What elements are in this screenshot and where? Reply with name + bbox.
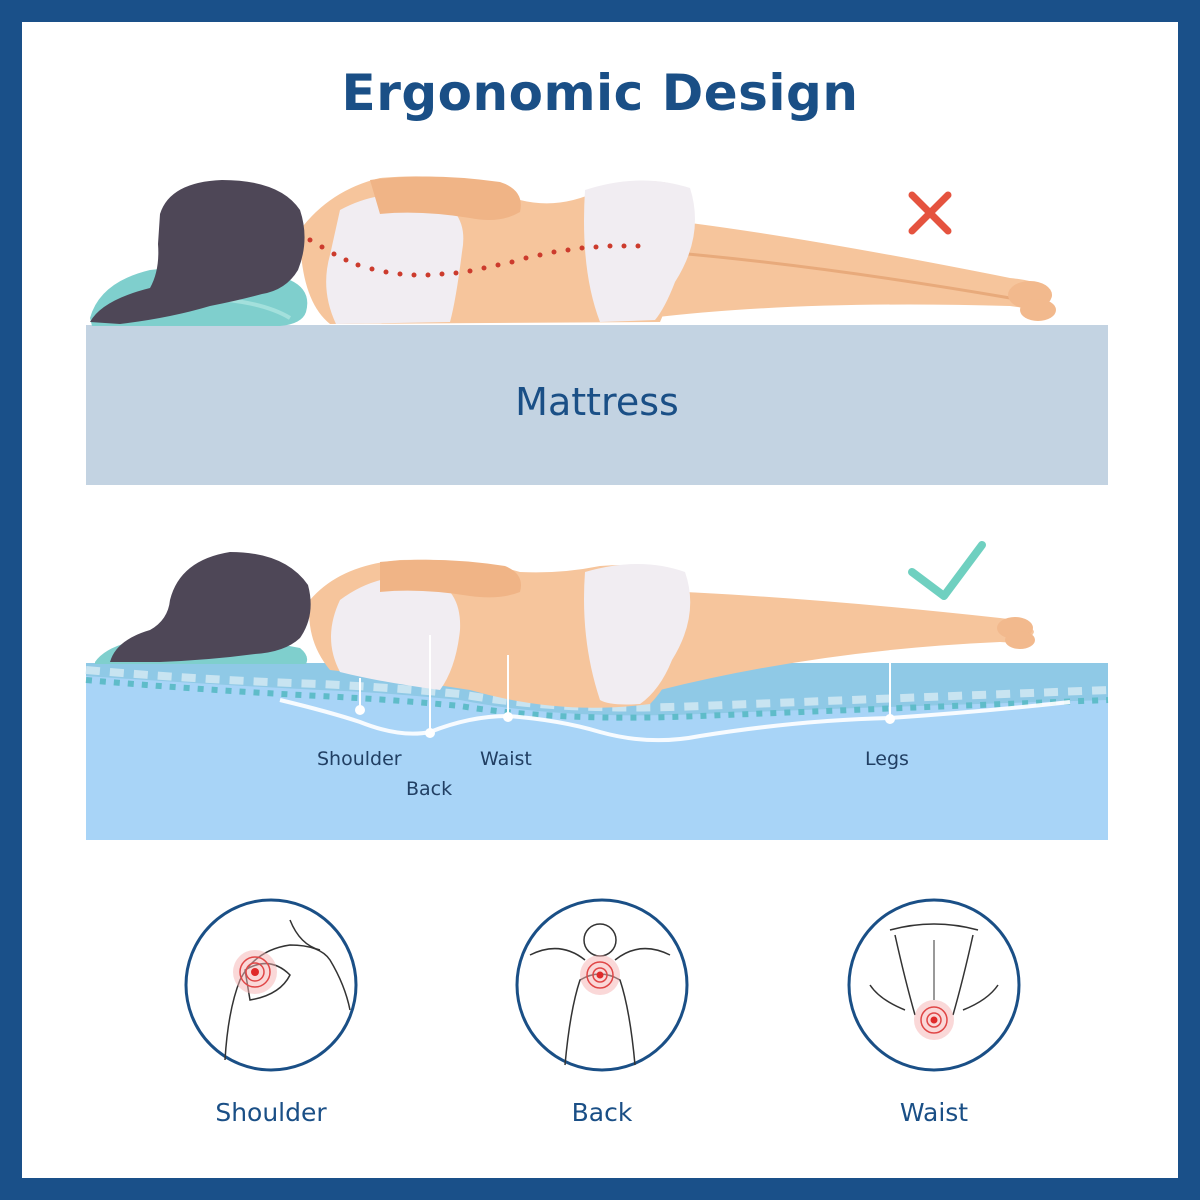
shorts — [584, 180, 695, 322]
hair — [90, 180, 305, 324]
pain-point-shoulder — [184, 898, 358, 1072]
cross-icon — [908, 191, 952, 235]
caption-waist: Waist — [899, 1098, 969, 1127]
check-icon — [908, 541, 986, 600]
top-garment — [326, 193, 464, 324]
caption-back: Back — [571, 1098, 633, 1127]
zone-pointers — [359, 635, 891, 732]
zone-dots — [355, 705, 895, 738]
hair-aligned — [110, 552, 311, 662]
legs — [620, 215, 1052, 318]
page-title: Ergonomic Design — [341, 64, 859, 122]
pain-point-back — [515, 898, 689, 1072]
right-posture-scene — [85, 541, 1109, 840]
plain-mattress — [86, 325, 1108, 485]
zone-label-waist: Waist — [480, 748, 532, 770]
zone-label-back: Back — [406, 778, 453, 800]
pain-point-waist — [847, 898, 1021, 1072]
zone-label-legs: Legs — [865, 748, 909, 770]
legs-aligned — [640, 590, 1034, 690]
zone-label-shoulder: Shoulder — [317, 748, 402, 770]
wrong-posture-scene — [86, 176, 1108, 485]
caption-shoulder: Shoulder — [215, 1098, 327, 1127]
spine-curve-dots — [307, 237, 641, 278]
mattress-label: Mattress — [515, 380, 679, 424]
